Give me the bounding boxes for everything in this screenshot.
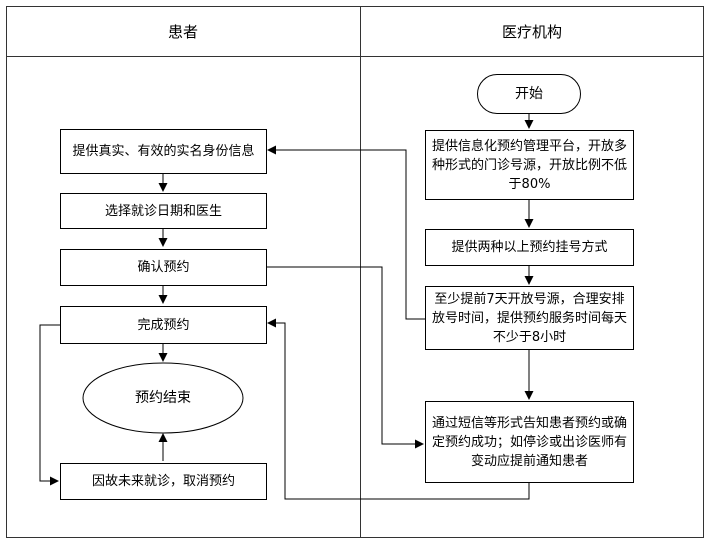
lane-divider — [360, 6, 361, 538]
step-provide-identity: 提供真实、有效的实名身份信息 — [60, 129, 267, 174]
end-label: 预约结束 — [135, 389, 191, 406]
step-provide-platform: 提供信息化预约管理平台，开放多种形式的门诊号源，开放比例不低于80% — [425, 130, 634, 200]
step-release-slots: 至少提前7天开放号源，合理安排放号时间，提供预约服务时间每天不少于8小时 — [425, 286, 634, 350]
header-divider — [6, 56, 704, 57]
lane-header-patient: 患者 — [167, 22, 198, 41]
step-notify-patient: 通过短信等形式告知患者预约或确定预约成功；如停诊或出诊医师有变动应提前通知患者 — [425, 401, 634, 483]
step-complete-appointment: 完成预约 — [60, 306, 267, 344]
swimlane-frame — [6, 6, 704, 538]
lane-header-hospital: 医疗机构 — [501, 22, 562, 41]
step-cancel-appointment: 因故未来就诊，取消预约 — [60, 463, 267, 500]
start-terminal: 开始 — [477, 74, 581, 114]
end-terminal — [82, 362, 244, 434]
step-select-date-doctor: 选择就诊日期和医生 — [60, 193, 267, 229]
step-confirm-appointment: 确认预约 — [60, 249, 267, 286]
step-booking-methods: 提供两种以上预约挂号方式 — [425, 229, 634, 266]
